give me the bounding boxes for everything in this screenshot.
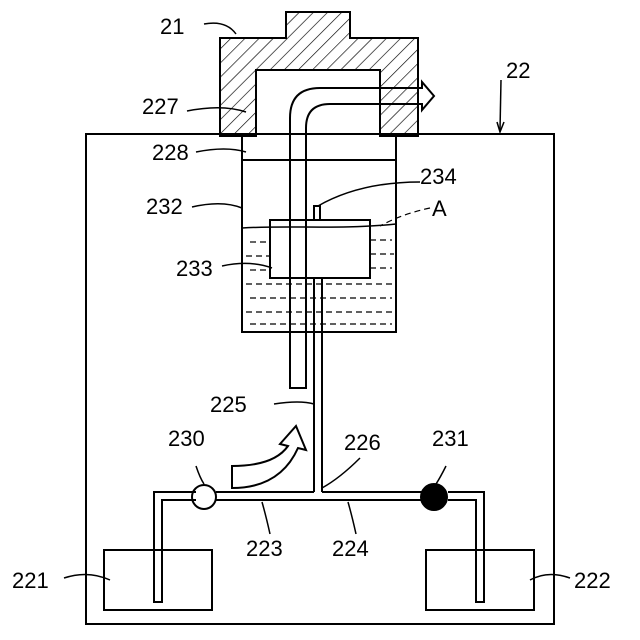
label-21: 21 [160, 14, 184, 39]
cap-21 [220, 12, 418, 136]
liquid-hatching [246, 240, 394, 324]
label-226: 226 [344, 430, 381, 455]
labels: 21 22 227 228 232 234 A 233 225 230 226 … [12, 14, 611, 593]
label-233: 233 [176, 256, 213, 281]
valve-231-closed [421, 484, 447, 510]
supply-tube-225 [314, 278, 322, 492]
label-232: 232 [146, 194, 183, 219]
float-233 [270, 206, 370, 278]
flow-arrow [232, 426, 306, 488]
valve-230-open [192, 485, 216, 509]
label-225: 225 [210, 392, 247, 417]
label-A: A [432, 196, 447, 221]
label-224: 224 [332, 536, 369, 561]
label-227: 227 [142, 94, 179, 119]
reservoir-232 [242, 134, 396, 332]
label-22: 22 [506, 58, 530, 83]
label-222: 222 [574, 568, 611, 593]
label-234: 234 [420, 164, 457, 189]
label-221: 221 [12, 568, 49, 593]
label-228: 228 [152, 140, 189, 165]
label-231: 231 [432, 426, 469, 451]
label-230: 230 [168, 426, 205, 451]
label-223: 223 [246, 536, 283, 561]
